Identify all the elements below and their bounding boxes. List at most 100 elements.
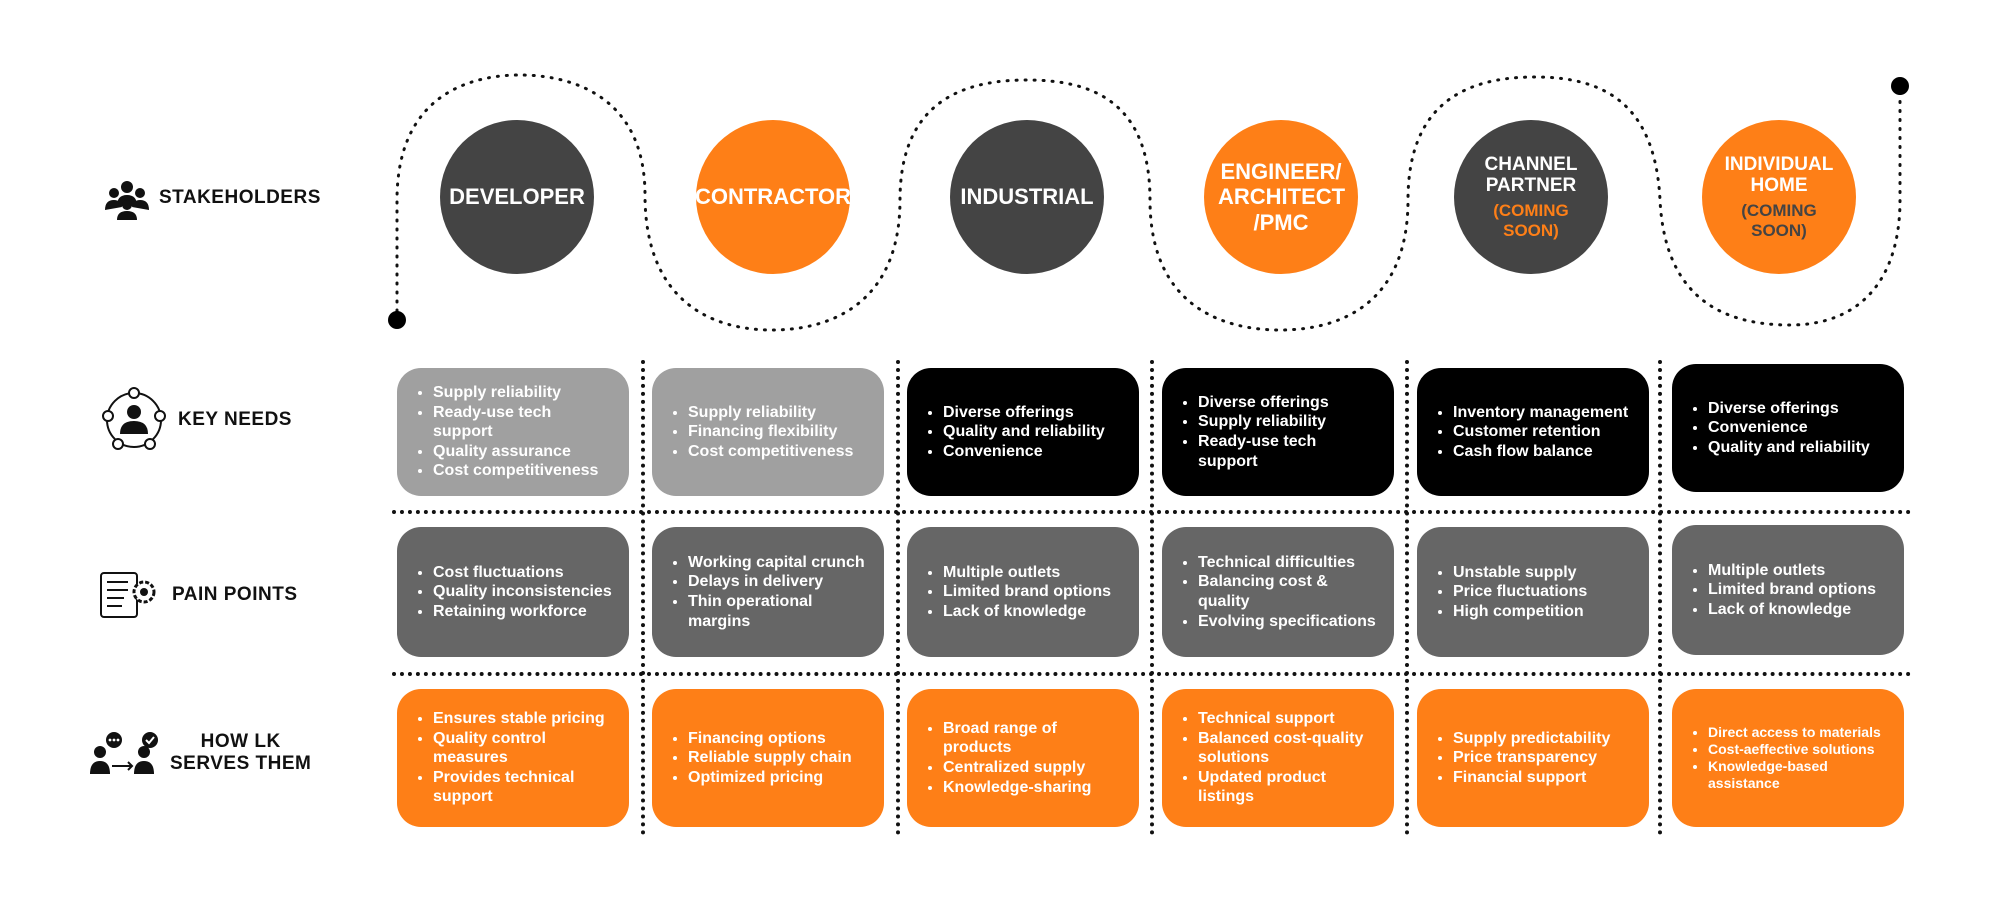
list-item: Price transparency (1453, 748, 1610, 768)
list-item: High competition (1453, 602, 1587, 622)
column-separator (1658, 360, 1662, 835)
serves-card-engineer: Technical support Balanced cost-quality … (1162, 689, 1394, 827)
list-item: Thin operational margins (688, 592, 838, 631)
serves-card-individual-home: Direct access to materials Cost-aeffecti… (1672, 689, 1904, 827)
list-item: Optimized pricing (688, 768, 852, 788)
stakeholders-label: STAKEHOLDERS (159, 187, 321, 208)
pain-points-list: Multiple outlets Limited brand options L… (925, 563, 1111, 622)
list-item: Cost competitiveness (433, 461, 615, 481)
pain-points-card-industrial: Multiple outlets Limited brand options L… (907, 527, 1139, 657)
stakeholder-coming-soon: (COMING SOON) (1493, 201, 1569, 240)
list-item: Price fluctuations (1453, 582, 1587, 602)
list-item: Lack of knowledge (1708, 600, 1876, 620)
list-item: Reliable supply chain (688, 748, 852, 768)
stakeholder-circle-channel-partner: CHANNEL PARTNER (COMING SOON) (1454, 120, 1608, 274)
column-separator (1405, 360, 1409, 835)
list-item: Supply reliability (433, 383, 615, 403)
stakeholder-name: ENGINEER/ ARCHITECT /PMC (1218, 159, 1346, 235)
serves-list: Supply predictability Price transparency… (1435, 729, 1610, 788)
stakeholder-name: INDUSTRIAL (960, 184, 1094, 210)
list-item: Quality control measures (433, 729, 615, 768)
list-item: Delays in delivery (688, 572, 865, 592)
list-item: Retaining workforce (433, 602, 612, 622)
stakeholder-name: CHANNEL PARTNER (1484, 153, 1578, 197)
pain-points-card-individual-home: Multiple outlets Limited brand options L… (1672, 525, 1904, 655)
key-needs-card-individual-home: Diverse offerings Convenience Quality an… (1672, 364, 1904, 492)
list-item: Convenience (943, 442, 1105, 462)
pain-points-card-contractor: Working capital crunch Delays in deliver… (652, 527, 884, 657)
list-item: Unstable supply (1453, 563, 1587, 583)
list-item: Cost competitiveness (688, 442, 853, 462)
pain-points-card-engineer: Technical difficulties Balancing cost & … (1162, 527, 1394, 657)
how-lk-serves-line1: HOW LK (200, 731, 281, 752)
list-item: Financial support (1453, 768, 1610, 788)
key-needs-list: Supply reliability Ready-use tech suppor… (415, 383, 615, 481)
column-separator (1150, 360, 1154, 835)
list-item: Quality and reliability (943, 422, 1105, 442)
row-label-stakeholders: STAKEHOLDERS (103, 174, 321, 222)
key-needs-list: Diverse offerings Supply reliability Rea… (1180, 393, 1368, 471)
column-separator (896, 360, 900, 835)
row-label-pain-points: PAIN POINTS (98, 570, 298, 620)
list-item: Financing options (688, 729, 852, 749)
people-exchange-icon (90, 732, 158, 774)
list-item: Knowledge-based assistance (1708, 758, 1848, 792)
list-item: Quality inconsistencies (433, 582, 612, 602)
serves-list: Technical support Balanced cost-quality … (1180, 709, 1388, 807)
list-item: Convenience (1708, 418, 1870, 438)
list-item: Updated product listings (1198, 768, 1358, 807)
key-needs-card-channel-partner: Inventory management Customer retention … (1417, 368, 1649, 496)
list-item: Cost-aeffective solutions (1708, 741, 1881, 758)
people-group-icon (105, 181, 149, 220)
list-item: Centralized supply (943, 758, 1091, 778)
serves-card-channel-partner: Supply predictability Price transparency… (1417, 689, 1649, 827)
list-item: Balanced cost-quality solutions (1198, 729, 1388, 768)
stakeholder-circle-engineer: ENGINEER/ ARCHITECT /PMC (1204, 120, 1358, 274)
list-item: Limited brand options (1708, 580, 1876, 600)
stakeholder-circle-individual-home: INDIVIDUAL HOME (COMING SOON) (1702, 120, 1856, 274)
list-item: Direct access to materials (1708, 724, 1881, 741)
list-item: Supply reliability (688, 403, 853, 423)
list-item: Technical difficulties (1198, 553, 1376, 573)
stakeholder-name: DEVELOPER (449, 184, 585, 210)
how-lk-serves-line2: SERVES THEM (170, 753, 312, 774)
list-item: Cash flow balance (1453, 442, 1628, 462)
serves-card-developer: Ensures stable pricing Quality control m… (397, 689, 629, 827)
list-item: Evolving specifications (1198, 612, 1376, 632)
list-item: Quality assurance (433, 442, 615, 462)
row-label-key-needs: KEY NEEDS (100, 386, 292, 454)
person-needs-icon (102, 387, 166, 450)
key-needs-list: Supply reliability Financing flexibility… (670, 403, 853, 462)
serves-list: Direct access to materials Cost-aeffecti… (1690, 724, 1881, 792)
list-item: Multiple outlets (1708, 561, 1876, 581)
pain-points-list: Multiple outlets Limited brand options L… (1690, 561, 1876, 620)
list-item: Broad range of products (943, 719, 1083, 758)
key-needs-card-engineer: Diverse offerings Supply reliability Rea… (1162, 368, 1394, 496)
list-item: Cost fluctuations (433, 563, 612, 583)
serves-list: Financing options Reliable supply chain … (670, 729, 852, 788)
key-needs-list: Inventory management Customer retention … (1435, 403, 1628, 462)
stakeholder-circle-industrial: INDUSTRIAL (950, 120, 1104, 274)
key-needs-list: Diverse offerings Quality and reliabilit… (925, 403, 1105, 462)
serves-card-industrial: Broad range of products Centralized supp… (907, 689, 1139, 827)
key-needs-label: KEY NEEDS (178, 409, 292, 430)
pain-points-label: PAIN POINTS (172, 584, 298, 605)
list-item: Diverse offerings (1708, 399, 1870, 419)
list-item: Ensures stable pricing (433, 709, 615, 729)
checklist-gear-icon (100, 572, 156, 618)
list-item: Balancing cost & quality (1198, 572, 1358, 611)
serves-card-contractor: Financing options Reliable supply chain … (652, 689, 884, 827)
stakeholder-name: CONTRACTOR (694, 184, 852, 210)
list-item: Technical support (1198, 709, 1388, 729)
stakeholder-name: INDIVIDUAL HOME (1724, 153, 1834, 197)
list-item: Diverse offerings (943, 403, 1105, 423)
list-item: Supply predictability (1453, 729, 1610, 749)
stakeholder-circle-contractor: CONTRACTOR (694, 120, 852, 274)
list-item: Inventory management (1453, 403, 1628, 423)
list-item: Ready-use tech support (1198, 432, 1368, 471)
list-item: Financing flexibility (688, 422, 853, 442)
list-item: Limited brand options (943, 582, 1111, 602)
list-item: Lack of knowledge (943, 602, 1111, 622)
key-needs-card-industrial: Diverse offerings Quality and reliabilit… (907, 368, 1139, 496)
